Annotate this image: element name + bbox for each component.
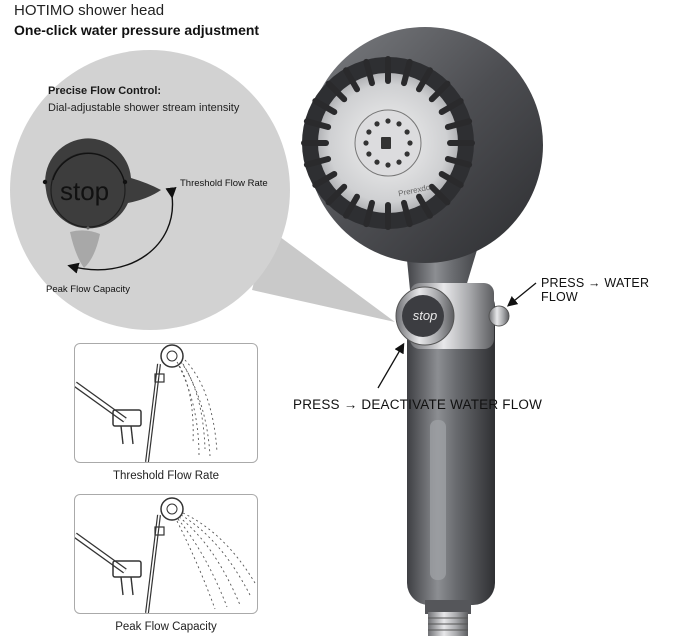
dial-stop-text: stop	[60, 176, 110, 206]
nozzle-spike	[343, 193, 360, 219]
headline: One-click water pressure adjustment	[14, 22, 260, 38]
nozzle-spike	[363, 199, 375, 228]
nozzle-spike	[303, 156, 332, 168]
handle-window	[430, 420, 446, 580]
nozzle-dot	[385, 162, 391, 168]
nozzle-dot	[404, 151, 410, 157]
peak-label: Peak Flow Capacity	[46, 284, 130, 295]
nozzle-dot	[396, 121, 402, 127]
button-stop-text: stop	[412, 308, 438, 323]
nozzle-spike	[428, 183, 451, 206]
nozzle-dot	[366, 151, 372, 157]
nozzles-outer	[301, 56, 475, 230]
nozzle-spike	[325, 183, 348, 206]
handle-collar	[425, 600, 471, 614]
shower-head-icon	[75, 497, 256, 613]
brand-title: HOTIMO shower head	[14, 2, 165, 19]
nozzle-spike	[438, 171, 464, 188]
nozzle-spike	[343, 67, 360, 93]
nozzle-spike	[428, 80, 451, 103]
nozzle-dot	[366, 129, 372, 135]
curved-arrow-icon	[67, 186, 177, 274]
nozzle-spike	[303, 118, 332, 130]
shower-head-product	[301, 27, 543, 636]
threshold-label: Threshold Flow Rate	[180, 178, 268, 189]
press-water-flow-label: PRESS → WATER FLOW	[541, 276, 650, 304]
nozzle-spike	[438, 98, 464, 115]
panel-peak	[74, 494, 258, 614]
nozzle-spike	[312, 98, 338, 115]
nozzle-dot	[374, 159, 380, 165]
nozzle-spike	[444, 118, 473, 130]
nozzle-dot	[374, 121, 380, 127]
nozzle-spike	[416, 67, 433, 93]
callout-subtitle: Dial-adjustable shower stream intensity	[48, 102, 240, 114]
nozzle-dot	[404, 129, 410, 135]
side-button	[488, 305, 510, 327]
nozzle-spike	[416, 193, 433, 219]
arrow-icon	[377, 342, 405, 389]
nozzle-spike	[325, 80, 348, 103]
nozzles-inner	[363, 118, 413, 168]
nozzle-dot	[396, 159, 402, 165]
nozzle-dot	[385, 118, 391, 124]
panel-threshold	[74, 343, 258, 463]
arrow-icon	[506, 282, 537, 307]
panel-caption-threshold: Threshold Flow Rate	[112, 470, 220, 482]
nozzle-dot	[407, 140, 413, 146]
nozzle-spike	[363, 58, 375, 87]
handle-body	[407, 285, 495, 605]
callout-wedge	[252, 228, 395, 322]
nozzle-spike	[401, 58, 413, 87]
press-deactivate-label: PRESS → DEACTIVATE WATER FLOW	[293, 397, 543, 412]
nozzle-spike	[444, 156, 473, 168]
shower-head-icon	[75, 344, 218, 462]
nozzle-spike	[401, 199, 413, 228]
nozzle-dot	[363, 140, 369, 146]
nozzle-spike	[312, 171, 338, 188]
panel-caption-peak: Peak Flow Capacity	[115, 621, 217, 633]
callout-title: Precise Flow Control:	[48, 85, 162, 97]
